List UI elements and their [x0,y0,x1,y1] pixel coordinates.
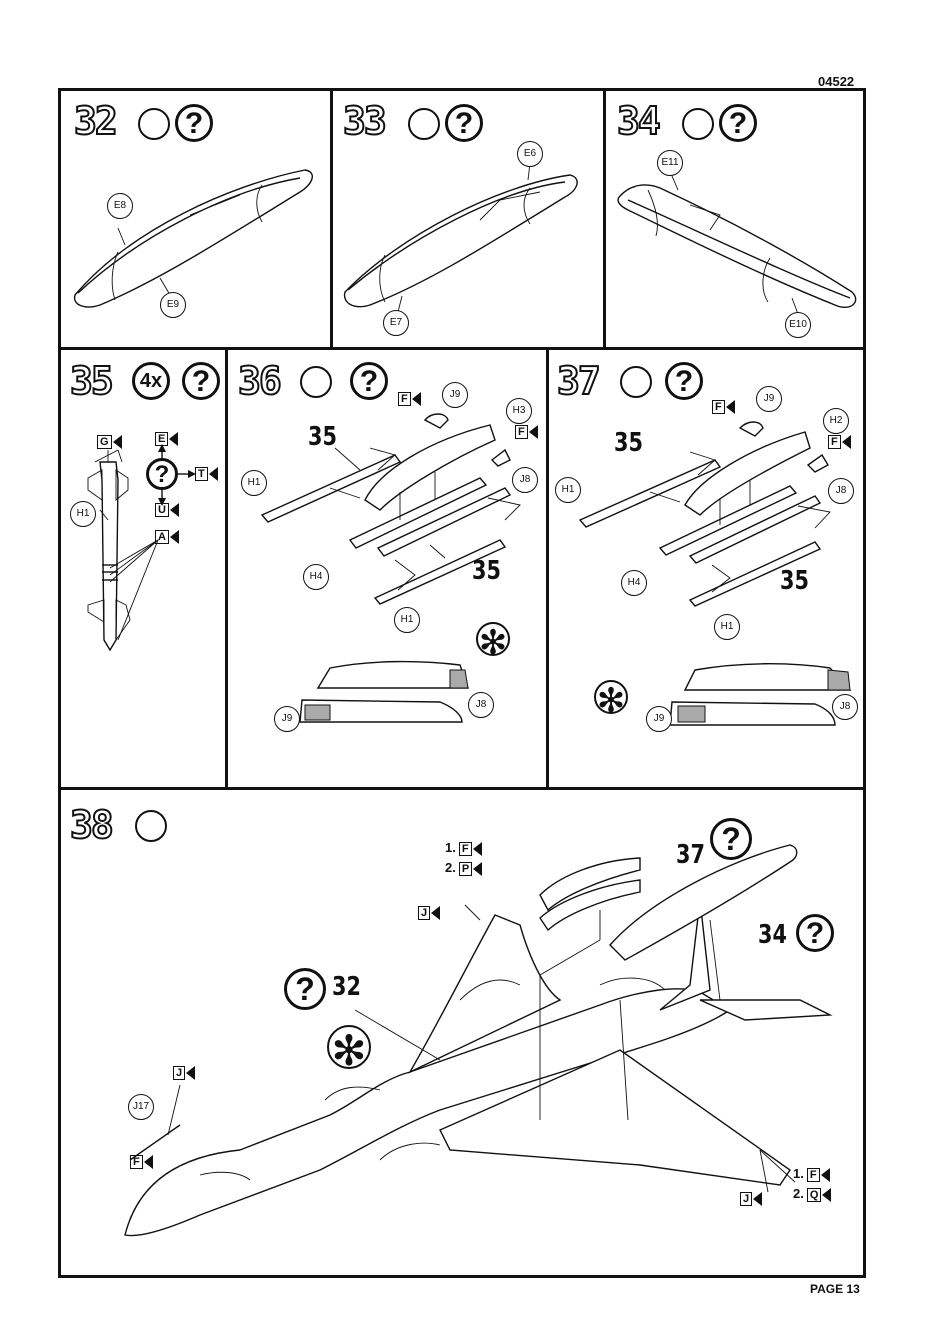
color-flag-f: F [130,1155,153,1169]
sub-assembly-ref: 35 [308,422,337,452]
part-j9: J9 [442,382,468,408]
part-h4: H4 [303,564,329,590]
sub-assembly-ref: 35 [472,556,501,586]
color-flag-t: T [195,467,218,481]
asterisk-icon: ✻ [327,1025,371,1069]
step-number-32: 32 [74,102,116,140]
asterisk-icon: ✻ [476,622,510,656]
aircraft-38 [125,845,830,1236]
pylon-missiles-37 [580,422,850,725]
color-question-icon: ? [284,968,326,1010]
sub-assembly-ref: 37 [676,840,705,870]
part-h2: H2 [823,408,849,434]
color-flag-j: J [173,1066,195,1080]
glue-tube-icon [408,108,440,140]
part-j17: J17 [128,1094,154,1120]
color-flag-f: 1.F [445,842,482,856]
part-e8: E8 [107,193,133,219]
step-number-38: 38 [70,806,112,844]
part-h1: H1 [70,501,96,527]
part-j9: J9 [756,386,782,412]
color-question-icon: ? [445,104,483,142]
color-question-icon: ? [796,914,834,952]
step-number-36: 36 [238,362,280,400]
glue-tube-icon [138,108,170,140]
sub-assembly-ref: 35 [780,566,809,596]
color-flag-a: A [155,530,179,544]
color-question-icon: ? [182,362,220,400]
color-flag-f: F [828,435,851,449]
part-j8: J8 [468,692,494,718]
sub-assembly-ref: 35 [614,428,643,458]
part-j8: J8 [512,467,538,493]
color-flag-u: U [155,503,179,517]
quantity-badge: 4x [132,362,170,400]
part-e10: E10 [785,312,811,338]
step-number-35: 35 [70,362,112,400]
glue-tube-icon [682,108,714,140]
part-h1: H1 [714,614,740,640]
color-flag-j: J [740,1192,762,1206]
glue-tube-icon [620,366,652,398]
part-h3: H3 [506,398,532,424]
glue-tube-icon [300,366,332,398]
step-number-37: 37 [557,362,599,400]
color-flag-e: E [155,432,178,446]
part-e11: E11 [657,150,683,176]
part-h1: H1 [241,470,267,496]
part-e6: E6 [517,141,543,167]
part-j8: J8 [828,478,854,504]
part-h4: H4 [621,570,647,596]
color-question-icon: ? [665,362,703,400]
missile-35 [88,444,196,650]
step-number-34: 34 [617,102,659,140]
color-question-icon: ? [719,104,757,142]
color-question-icon: ? [710,818,752,860]
part-h1: H1 [394,607,420,633]
part-e7: E7 [383,310,409,336]
drop-tank-32 [75,170,313,307]
drop-tank-34 [618,176,856,314]
color-flag-g: G [97,435,122,449]
glue-tube-icon [135,810,167,842]
part-j8: J8 [832,694,858,720]
color-question-icon: ? [146,458,178,490]
color-question-icon: ? [175,104,213,142]
part-h1: H1 [555,477,581,503]
drop-tank-33 [345,163,578,312]
color-flag-f: 1.F [793,1168,830,1182]
color-flag-p: 2.P [445,862,482,876]
color-question-icon: ? [350,362,388,400]
sub-assembly-ref: 34 [758,920,787,950]
color-flag-j: J [418,906,440,920]
sub-assembly-ref: 32 [332,972,361,1002]
part-j9: J9 [646,706,672,732]
asterisk-icon: ✻ [594,680,628,714]
part-j9: J9 [274,706,300,732]
color-flag-f: F [515,425,538,439]
step-number-33: 33 [343,102,385,140]
color-flag-q: 2.Q [793,1188,831,1202]
color-flag-f: F [398,392,421,406]
part-e9: E9 [160,292,186,318]
color-flag-f: F [712,400,735,414]
